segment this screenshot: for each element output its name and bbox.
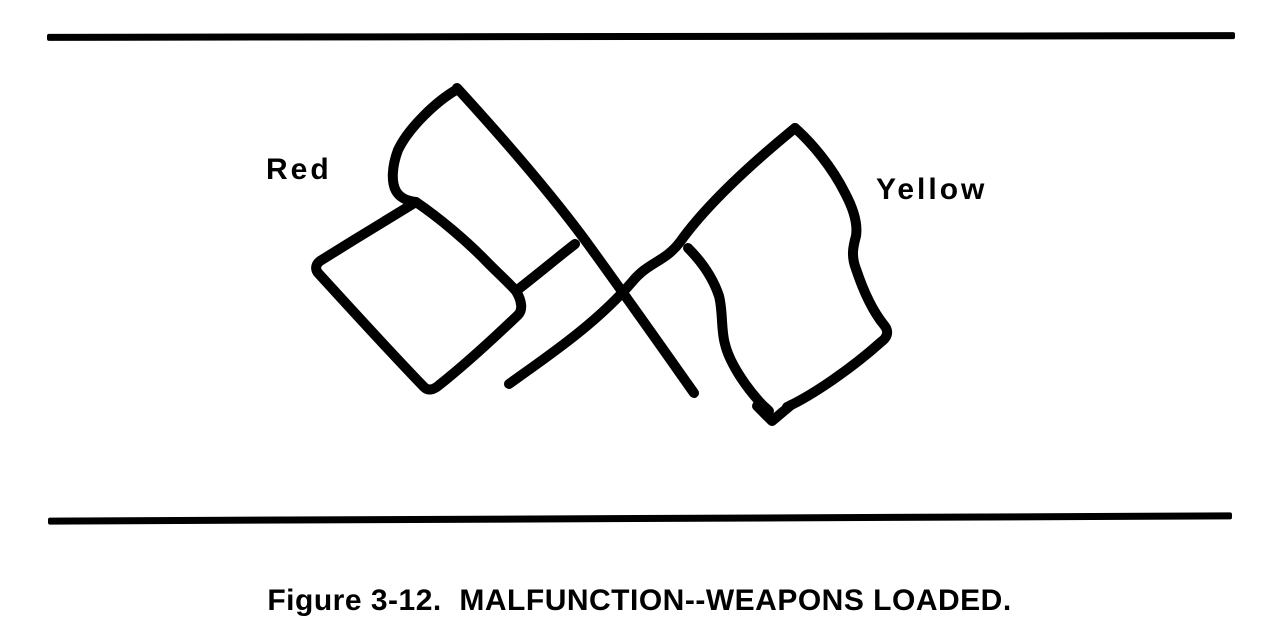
yellow-flag-tip-notch bbox=[752, 400, 796, 426]
red-flag-fabric-outline bbox=[311, 85, 527, 395]
red-flag-fold-to-staff-line bbox=[511, 239, 580, 296]
figure-caption: Figure 3-12. MALFUNCTION--WEAPONS LOADED… bbox=[267, 584, 1012, 617]
yellow-flag-label: Yellow bbox=[876, 173, 988, 206]
red-flag-label: Red bbox=[266, 153, 332, 186]
yellow-flag-fabric-left-edge bbox=[683, 243, 774, 416]
yellow-flag-staff bbox=[504, 123, 800, 389]
yellow-flag-fabric-right-edge bbox=[782, 123, 893, 412]
red-flag-staff bbox=[452, 83, 699, 398]
red-flag-fold-line bbox=[411, 197, 521, 296]
